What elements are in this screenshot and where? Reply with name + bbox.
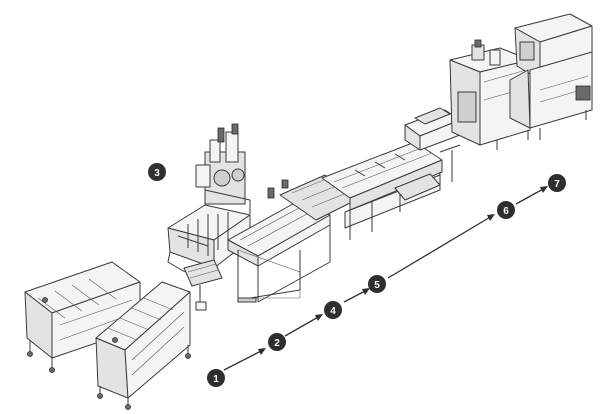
- step-marker-1: 1: [207, 369, 225, 387]
- step-label-5: 5: [374, 280, 380, 291]
- step-marker-3: 3: [148, 163, 166, 181]
- step-label-1: 1: [213, 374, 219, 385]
- step-marker-6: 6: [497, 201, 515, 219]
- step-label-2: 2: [274, 338, 280, 349]
- step-marker-2: 2: [268, 333, 286, 351]
- step-label-4: 4: [330, 306, 336, 317]
- step-arrows: [223, 186, 548, 371]
- step-marker-5: 5: [368, 275, 386, 293]
- step-label-6: 6: [503, 206, 509, 217]
- step-marker-7: 7: [548, 174, 566, 192]
- tray-conveyor: [227, 174, 361, 303]
- final-machine: [509, 13, 593, 140]
- step-label-7: 7: [554, 179, 560, 190]
- step-marker-4: 4: [324, 301, 342, 319]
- packaging-machine: [449, 39, 531, 150]
- hopper-bin-front: [95, 281, 191, 410]
- long-conveyor: [321, 107, 461, 240]
- step-label-3: 3: [154, 168, 160, 179]
